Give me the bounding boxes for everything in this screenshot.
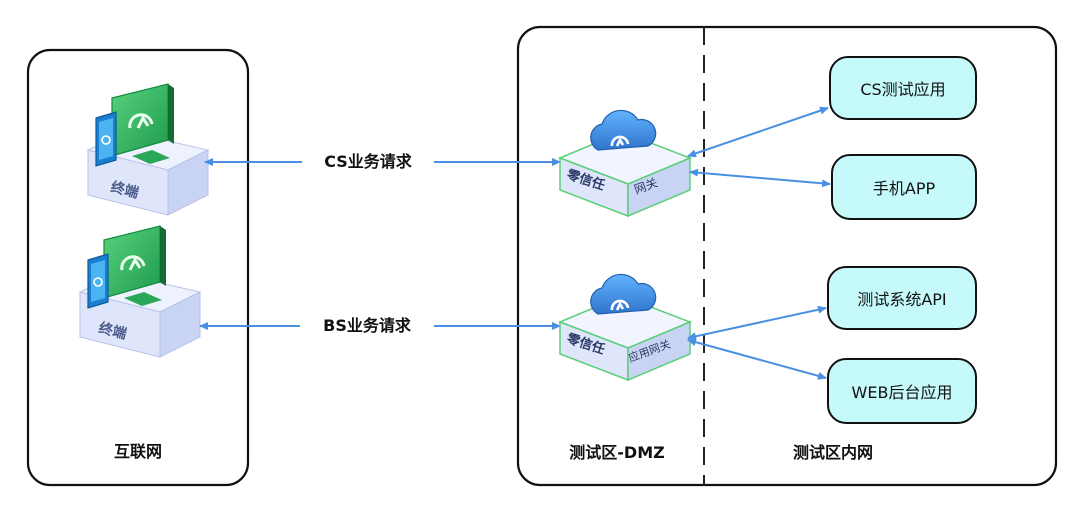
- cloud-icon: [590, 273, 657, 315]
- cs-request-label: CS业务请求: [324, 152, 413, 171]
- gateway-2: 零信任 应用网关: [557, 273, 693, 382]
- terminal-1-label: 终端: [109, 178, 140, 201]
- arrow-gw2-web-backend: [687, 338, 827, 380]
- service-test-api: 测试系统API: [827, 266, 977, 330]
- svg-text:CS测试应用: CS测试应用: [860, 80, 945, 99]
- terminal-2-label: 终端: [97, 319, 128, 342]
- terminal-1: 终端: [86, 83, 210, 216]
- phone-logo-icon: [101, 135, 111, 145]
- gateway-1: 零信任 网关: [557, 109, 693, 218]
- service-web-backend: WEB后台应用: [827, 358, 977, 424]
- terminal-2: 终端: [78, 225, 202, 358]
- svg-text:WEB后台应用: WEB后台应用: [852, 383, 953, 402]
- svg-text:手机APP: 手机APP: [873, 179, 936, 198]
- service-cs-app: CS测试应用: [829, 56, 977, 120]
- arrow-gw2-test-api: [687, 305, 827, 341]
- intranet-zone-label: 测试区内网: [793, 443, 873, 462]
- svg-text:测试系统API: 测试系统API: [857, 290, 946, 309]
- internet-zone-label: 互联网: [114, 442, 162, 461]
- cloud-icon: [590, 109, 657, 151]
- bs-request-label: BS业务请求: [323, 316, 412, 335]
- monitor-logo-icon: [128, 113, 154, 129]
- arrow-gw1-cs-app: [687, 106, 829, 158]
- arrow-gw1-mobile-app: [689, 168, 831, 188]
- monitor-logo-icon: [120, 255, 146, 271]
- service-mobile-app: 手机APP: [831, 154, 977, 220]
- phone-logo-icon: [93, 277, 103, 287]
- dmz-zone-label: 测试区-DMZ: [569, 443, 664, 462]
